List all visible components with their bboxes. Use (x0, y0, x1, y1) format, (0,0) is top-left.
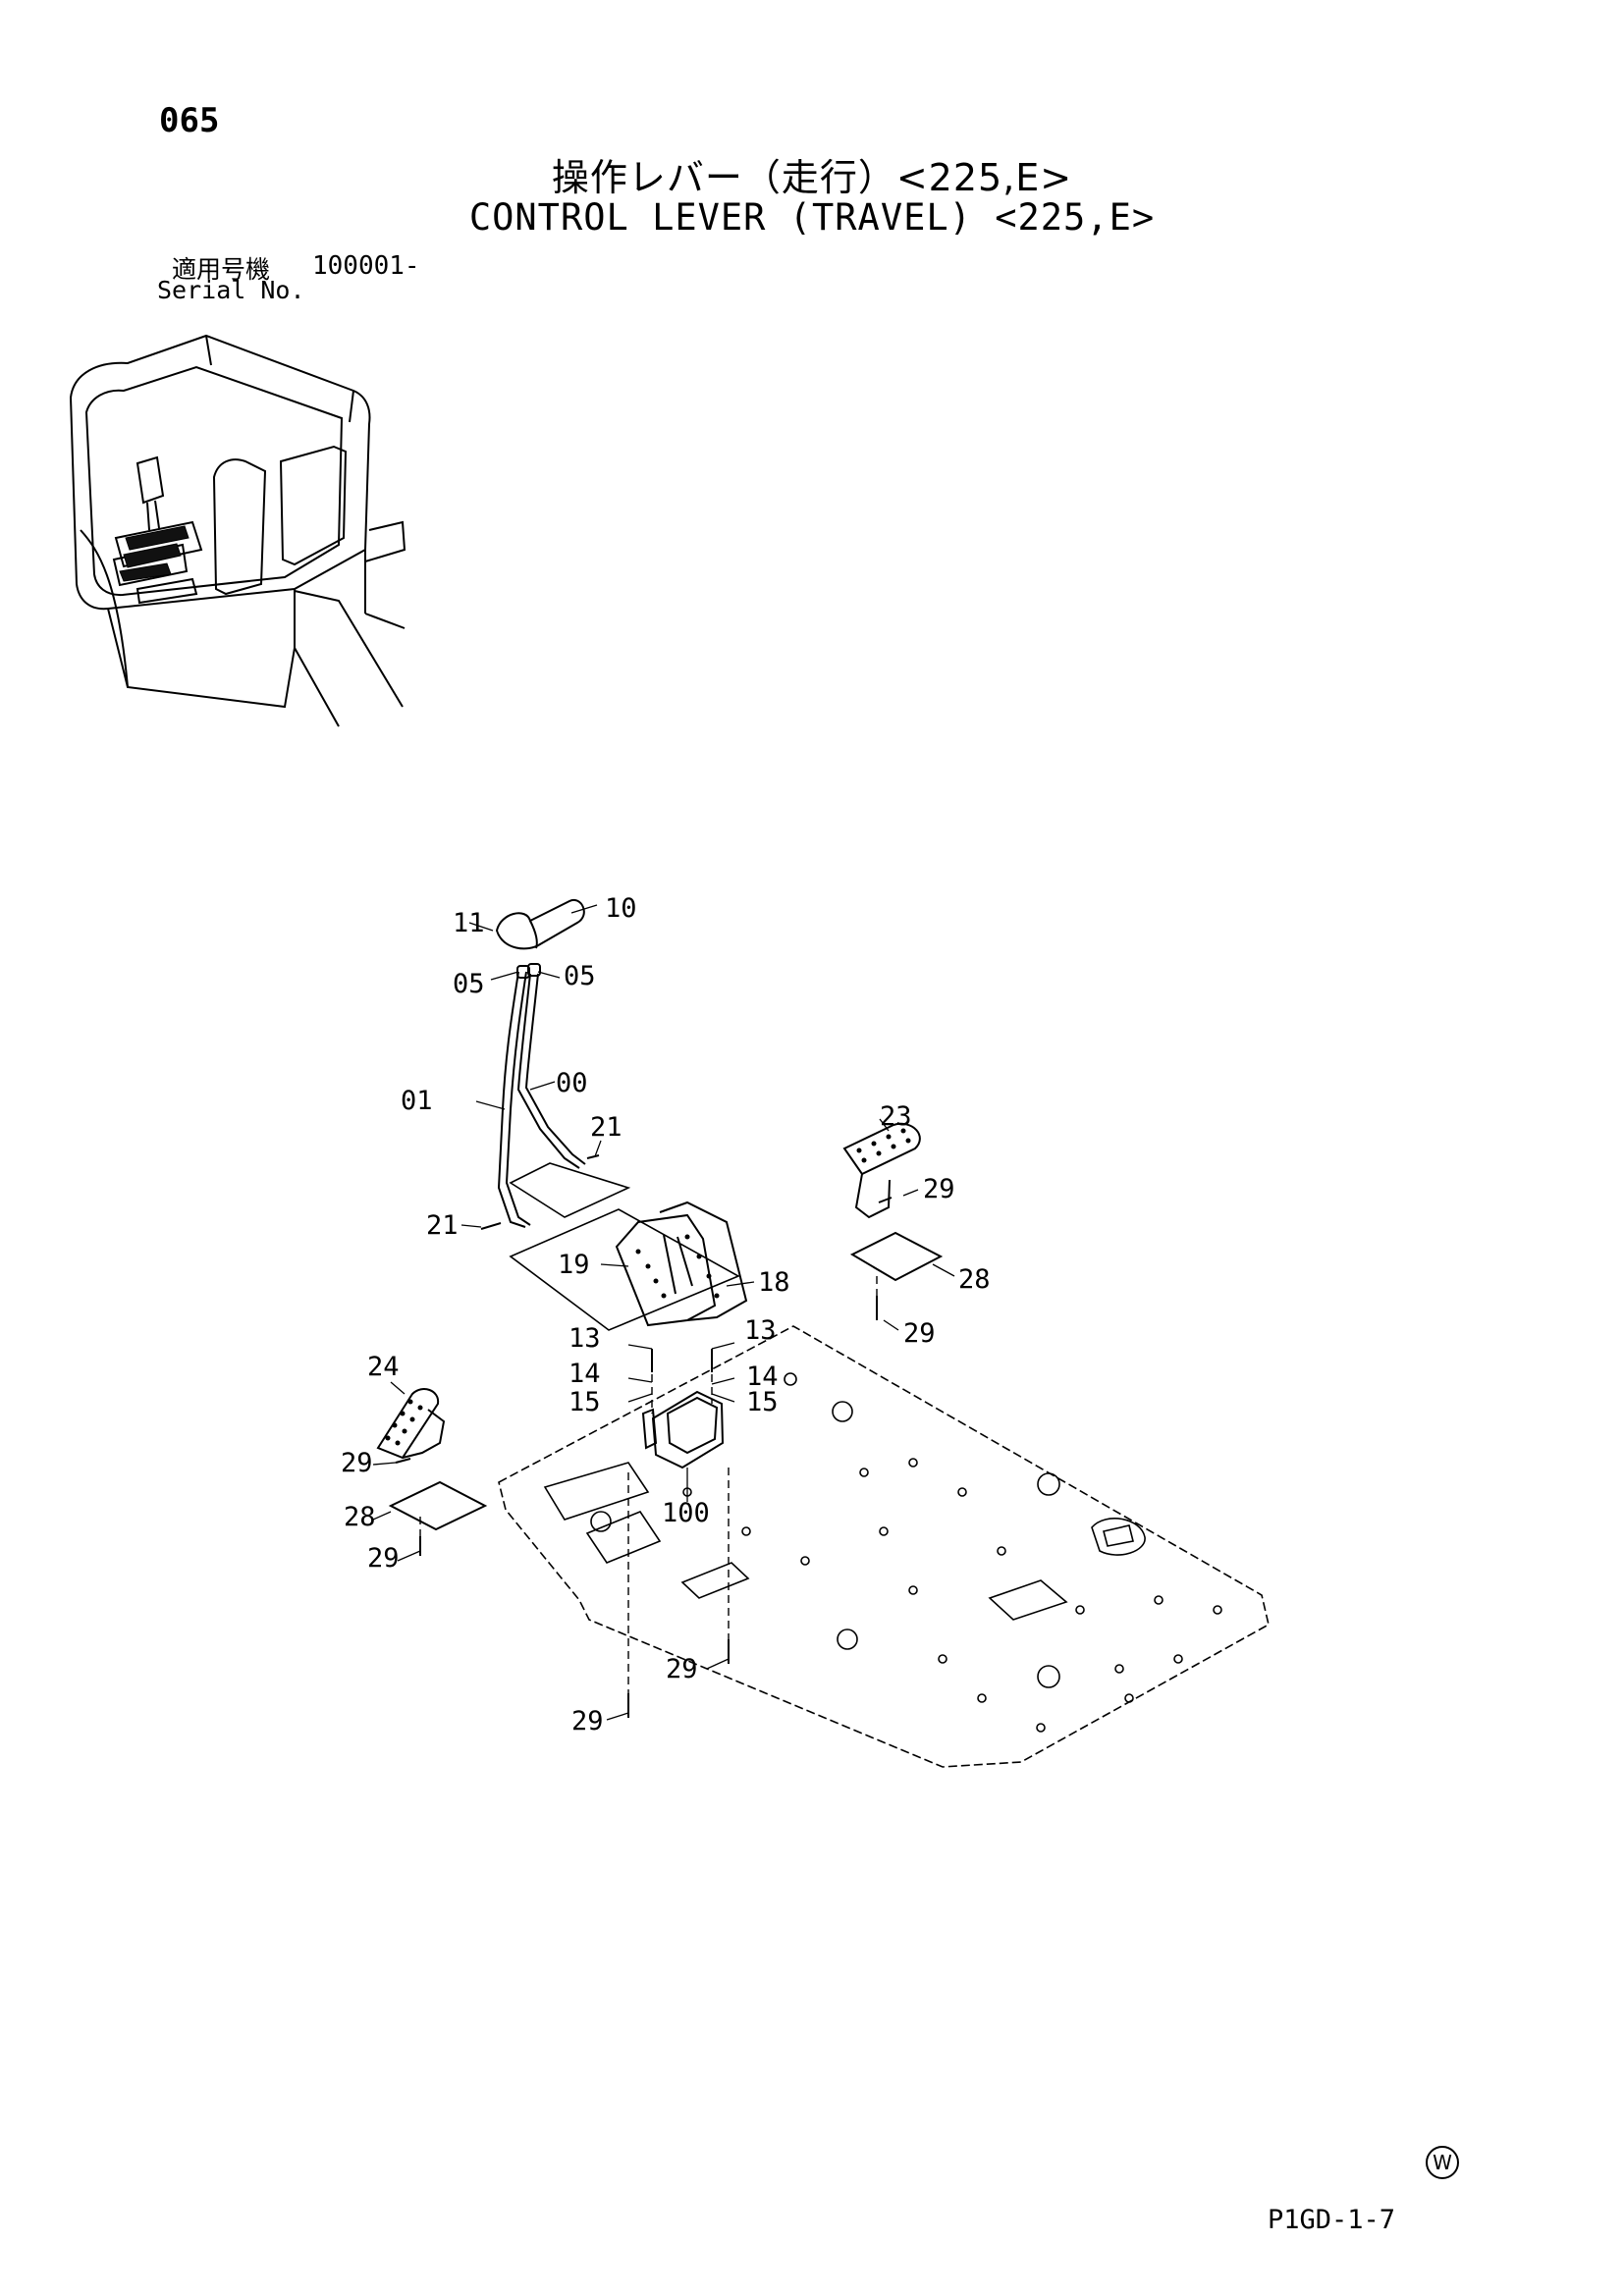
callout-05-right: 05 (564, 961, 596, 991)
callout-11: 11 (453, 908, 485, 938)
callout-21-lower: 21 (426, 1210, 459, 1241)
callout-labels: 10 11 05 05 01 00 21 21 19 18 23 29 28 2… (341, 893, 991, 1736)
footer-code: P1GD-1-7 (1268, 2205, 1396, 2235)
callout-100: 100 (662, 1498, 710, 1528)
callout-00: 00 (556, 1068, 588, 1098)
callout-29-left-lower: 29 (367, 1543, 400, 1574)
callout-24: 24 (367, 1352, 400, 1382)
bolts (395, 1154, 893, 1718)
callout-10: 10 (605, 893, 637, 924)
callout-29-left-upper: 29 (341, 1448, 373, 1478)
page-title-english: CONTROL LEVER (TRAVEL) <225,E> (468, 196, 1156, 239)
serial-label-japanese: 適用号機 (172, 255, 271, 284)
assembly-guide-lines (419, 1276, 878, 1693)
callout-13-left: 13 (568, 1323, 601, 1354)
callout-28-left: 28 (344, 1502, 376, 1532)
callout-14-left: 14 (568, 1359, 601, 1389)
pedal-valve (641, 1390, 725, 1469)
callout-15-left: 15 (568, 1387, 601, 1417)
callout-19: 19 (558, 1250, 590, 1280)
page-number: 065 (159, 101, 220, 140)
cab-overview-illustration (69, 334, 406, 727)
callout-18: 18 (758, 1267, 790, 1298)
callout-14-right: 14 (746, 1362, 779, 1392)
cab-highlighted-parts (119, 525, 189, 582)
floor-plate (498, 1325, 1270, 1768)
callout-23: 23 (880, 1101, 912, 1132)
callout-29-bottom-right: 29 (666, 1654, 698, 1684)
callout-29-bottom-left: 29 (571, 1706, 604, 1736)
travel-pedals (615, 1201, 748, 1327)
pedal-bracket-outline (509, 1162, 740, 1331)
callout-29-upper-right: 29 (923, 1174, 955, 1204)
callout-29-right-lower: 29 (903, 1318, 936, 1349)
callout-01: 01 (401, 1086, 433, 1116)
pedal-rubber-pads (385, 1128, 911, 1446)
callout-13-right: 13 (744, 1315, 777, 1346)
side-pedal-left (376, 1388, 488, 1531)
callout-28-right: 28 (958, 1264, 991, 1295)
leader-lines (372, 904, 955, 1721)
page-title-japanese: 操作レバー（走行）<225,E> (551, 156, 1073, 199)
callout-21-upper: 21 (590, 1112, 623, 1143)
watermark-symbol: W (1426, 2146, 1459, 2179)
callout-15-right: 15 (746, 1387, 779, 1417)
travel-levers (495, 898, 586, 1228)
callout-05-left: 05 (453, 969, 485, 999)
serial-label-english: Serial No. (157, 276, 305, 304)
serial-number-value: 100001- (312, 251, 420, 281)
